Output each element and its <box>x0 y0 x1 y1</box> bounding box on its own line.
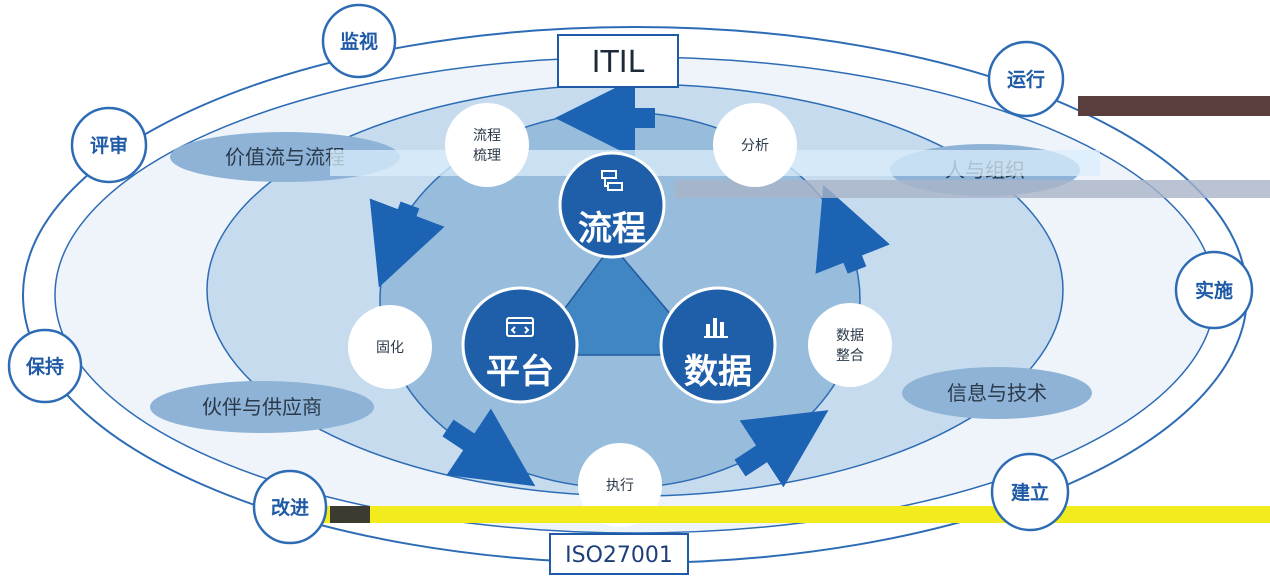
cycle-arrow-right <box>815 184 890 274</box>
core-platform: 平台 <box>461 286 579 404</box>
dimension-partners-label: 伙伴与供应商 <box>202 395 322 419</box>
dimension-information-ellipse <box>902 367 1092 419</box>
lifecycle-implement-label: 实施 <box>1195 279 1233 302</box>
step-sorting-line2: 梳理 <box>473 148 501 164</box>
lifecycle-monitor-label: 监视 <box>340 30 378 53</box>
cycle-arrow-left <box>369 198 445 288</box>
code-window-icon <box>506 317 534 337</box>
iso-box <box>549 533 689 575</box>
lifecycle-review: 评审 <box>70 106 148 184</box>
lifecycle-build-label: 建立 <box>1011 481 1049 504</box>
core-process-label: 流程 <box>578 209 646 249</box>
cycle-arrow-bottom-left <box>442 408 536 487</box>
step-solidify-label: 固化 <box>376 340 404 356</box>
dimension-information-label: 信息与技术 <box>947 381 1047 405</box>
step-integration-line2: 整合 <box>836 348 864 364</box>
itil-box <box>557 34 679 88</box>
dark-bar <box>1078 96 1270 116</box>
lifecycle-improve-label: 改进 <box>271 496 309 519</box>
highlight-stripe-gray <box>675 180 1270 198</box>
step-integration-line1: 数据 <box>836 328 864 344</box>
lifecycle-maintain: 保持 <box>7 328 83 404</box>
lifecycle-implement: 实施 <box>1174 250 1254 330</box>
lifecycle-monitor: 监视 <box>321 3 397 79</box>
step-solidify: 固化 <box>348 305 432 389</box>
core-data: 数据 <box>659 286 777 404</box>
highlight-bar-yellow <box>310 506 1270 523</box>
lifecycle-build: 建立 <box>990 452 1070 532</box>
process-flow-icon <box>601 170 623 191</box>
lifecycle-maintain-label: 保持 <box>25 355 64 378</box>
iso-label: ISO27001 <box>565 543 673 568</box>
core-platform-label: 平台 <box>486 352 554 392</box>
itil-label: ITIL <box>592 45 645 80</box>
core-data-label: 数据 <box>684 352 752 392</box>
bar-chart-icon <box>704 318 728 338</box>
lifecycle-improve: 改进 <box>252 469 328 545</box>
step-analysis-label: 分析 <box>741 138 769 154</box>
step-integration: 数据 整合 <box>808 303 892 387</box>
cycle-arrow-bottom-right <box>734 410 829 488</box>
step-execution-label: 执行 <box>606 478 634 494</box>
dark-mark <box>330 506 370 523</box>
lifecycle-review-label: 评审 <box>90 134 128 157</box>
step-sorting: 流程 梳理 <box>445 103 529 187</box>
dimension-partners-ellipse <box>150 381 374 433</box>
step-sorting-line1: 流程 <box>473 128 501 144</box>
core-process: 流程 <box>558 151 666 259</box>
lifecycle-run-label: 运行 <box>1007 68 1045 91</box>
step-analysis: 分析 <box>713 103 797 187</box>
lifecycle-run: 运行 <box>987 40 1065 118</box>
dimension-value-stream-label: 价值流与流程 <box>225 145 345 169</box>
